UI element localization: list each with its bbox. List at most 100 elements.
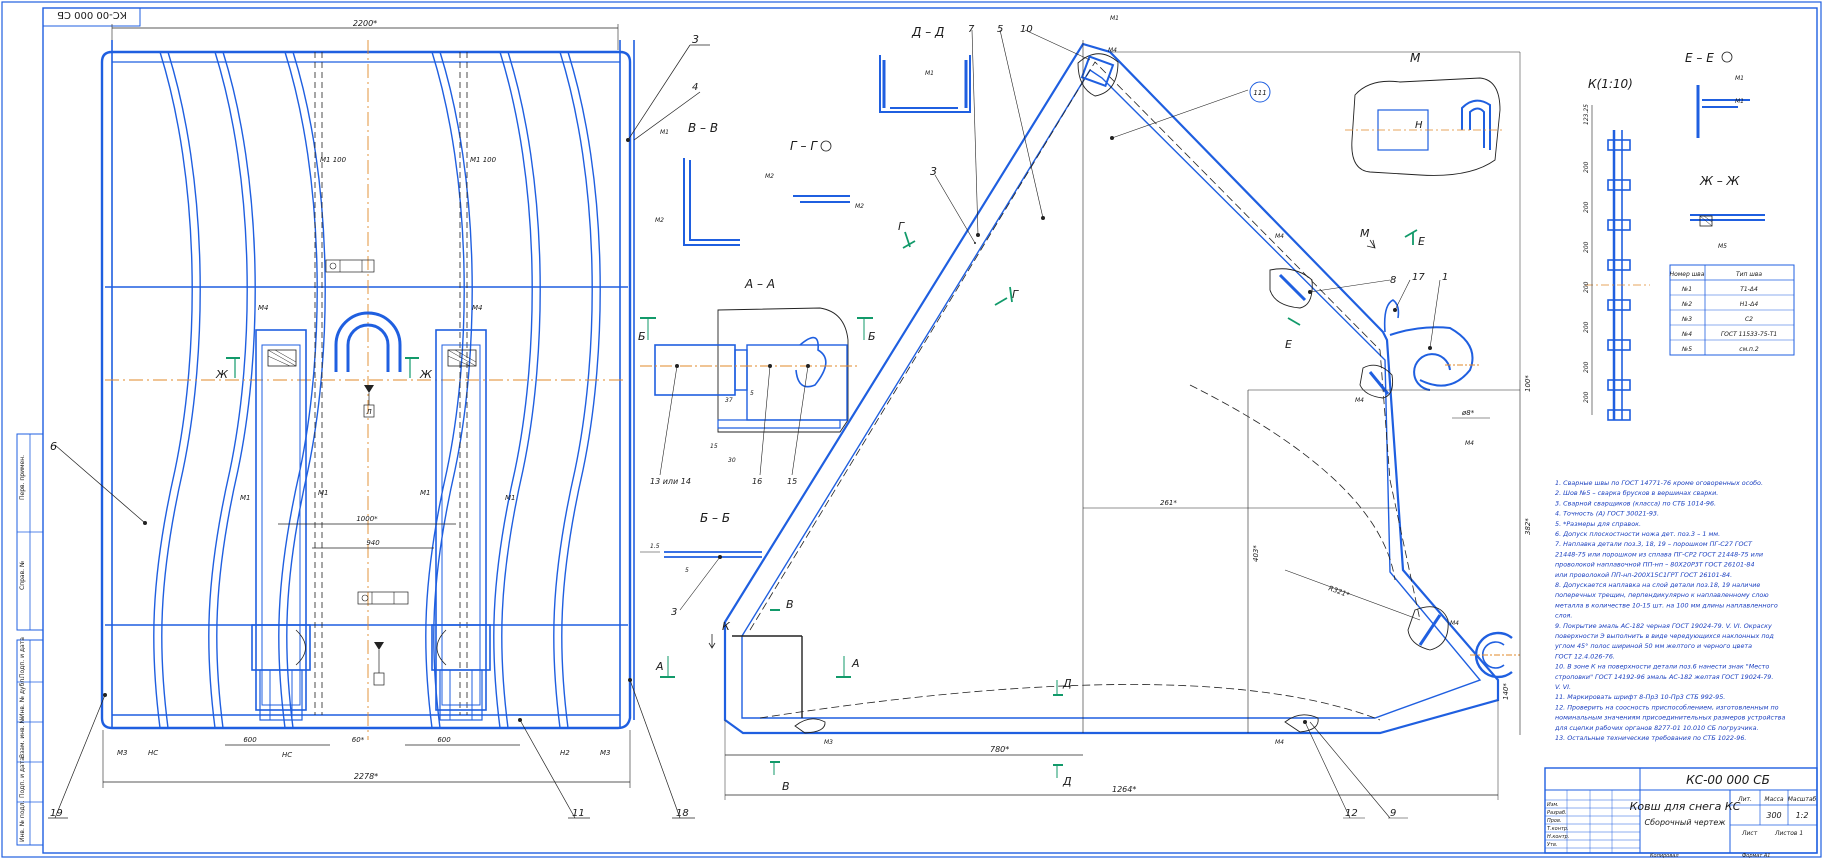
- mark-e-2: Е: [1418, 235, 1425, 248]
- dim-bb-15: 1.5: [650, 543, 660, 550]
- pos-10: 10: [1020, 24, 1033, 35]
- dim-48: ø8*: [1461, 409, 1475, 417]
- pos-12: 12: [1345, 808, 1358, 819]
- gg-weld-m2: М2: [765, 173, 774, 180]
- dim-780: 780*: [990, 745, 1009, 754]
- dim-600-left: 600: [243, 736, 257, 744]
- mark-v-bottom: В: [782, 780, 790, 793]
- mark-v-top: В: [786, 598, 794, 611]
- k-dim-7: 200: [1583, 391, 1590, 403]
- datum-l: Л: [365, 408, 372, 416]
- weld-m4-left: М4: [258, 304, 269, 312]
- side-weld-m4-e: М4: [1275, 739, 1284, 746]
- section-dd: Д – Д М1: [879, 25, 971, 113]
- tech-note-line: 6. Допуск плоскостности ножа дет. поз.3 …: [1555, 530, 1720, 538]
- section-zhzh-title: Ж – Ж: [1699, 174, 1741, 188]
- tech-note-line: 9. Покрытие эмаль АС-182 черная ГОСТ 190…: [1555, 622, 1772, 630]
- dim-100: 100*: [1524, 375, 1532, 392]
- mark-m: М: [1360, 227, 1370, 240]
- zhzh-weld-m5: М5: [1718, 243, 1727, 250]
- mark-a-right: А: [851, 657, 860, 670]
- tech-note-line: 1. Сварные швы по ГОСТ 14771-76 кроме ог…: [1555, 479, 1763, 487]
- tech-note-line: 12. Проверить на соосность приспособлени…: [1555, 703, 1779, 711]
- tech-note-line: 11. Маркировать шрифт 8-Пр3 10-Пр3 СТБ 9…: [1555, 693, 1725, 701]
- weld-m4-right: М4: [472, 304, 483, 312]
- dim-1264: 1264*: [1112, 785, 1136, 794]
- top-left-code-stamp: КС-00 000 СБ: [42, 7, 141, 27]
- view-k-title: К(1:10): [1588, 77, 1633, 91]
- pos-6: 6: [50, 440, 57, 453]
- section-aa: А – А 37 15 30 5 Б Б 13 или 14 16 15: [638, 277, 876, 486]
- title-block: КС-00 000 СБ Ковш для снега КС Сборочный…: [1544, 767, 1818, 859]
- section-bb-title: Б – Б: [700, 511, 730, 525]
- weld-hc-mid: НС: [282, 751, 292, 759]
- side-weld-m4-c: М4: [1465, 440, 1474, 447]
- pos-3-side: 3: [930, 165, 937, 178]
- k-dim-3: 200: [1583, 241, 1590, 253]
- tb-row-4: Н.контр.: [1547, 834, 1569, 840]
- wt-r1c1: Н1-Δ4: [1740, 301, 1759, 308]
- dim-382: 382*: [1524, 518, 1532, 535]
- weld-m1-b: М1: [318, 489, 329, 497]
- vv-weld-m2: М2: [655, 217, 664, 224]
- front-view: 2200*: [48, 19, 710, 819]
- pos-15: 15: [787, 477, 797, 486]
- tech-note-line: или проволокой ПП-нп-200Х15С1ГРТ ГОСТ 26…: [1555, 571, 1732, 579]
- wt-r4c1: см.п.2: [1739, 346, 1759, 353]
- tech-note-line: 2. Шов №5 – сварка брусков в вершинах св…: [1555, 489, 1718, 497]
- mark-b-left: Б: [638, 330, 646, 343]
- bucket-front-outline: [100, 50, 632, 730]
- side-stamp-7: Инв. № подл.: [19, 801, 26, 842]
- section-aa-title: А – А: [744, 277, 775, 291]
- tech-note-line: металла в количестве 10-15 шт. на 100 мм…: [1555, 601, 1778, 609]
- dim-140: 140*: [1502, 683, 1510, 700]
- tech-note-line: 5. *Размеры для справок.: [1555, 520, 1641, 528]
- tb-scale: 1:2: [1796, 811, 1809, 820]
- tech-note-line: слоя.: [1555, 612, 1572, 620]
- section-vv-title: В – В: [688, 121, 718, 135]
- mark-g-1: Г: [898, 220, 905, 233]
- side-outline: [723, 42, 1500, 735]
- mark-d-bottom: Д: [1062, 775, 1072, 788]
- wt-r3c0: №4: [1681, 331, 1692, 338]
- mark-k: К: [722, 620, 731, 633]
- tech-note-line: 21448-75 или порошком из сплава ПГ-СР2 Г…: [1555, 550, 1763, 558]
- dim-top-width: 2200*: [353, 19, 377, 28]
- side-view: 261* 403* 382* 100* 140* R321* ø8* 780* …: [655, 15, 1532, 819]
- ee-weld-m1: М1: [1735, 75, 1744, 82]
- wt-head-1: Номер шва: [1670, 271, 1705, 278]
- section-gg-title: Г – Г: [790, 139, 818, 153]
- side-stamp-2: Справ. №: [19, 561, 26, 590]
- tb-col-lit: Лит.: [1737, 796, 1752, 803]
- tech-note-line: номинальным значениям присоединительных …: [1555, 714, 1786, 722]
- weld-m1-c: М1: [420, 489, 431, 497]
- mark-zh-right: Ж: [419, 368, 433, 381]
- tb-doc-type: Сборочный чертеж: [1645, 818, 1727, 827]
- pos-4: 4: [692, 82, 698, 93]
- view-m: М Н: [1345, 51, 1505, 176]
- wt-r0c0: №1: [1681, 286, 1692, 293]
- tech-note-line: 13. Остальные технические требования по …: [1555, 734, 1746, 742]
- dim-aa-5: 5: [750, 390, 754, 397]
- mark-a-left: А: [655, 660, 664, 673]
- mark-d-top: Д: [1062, 677, 1072, 690]
- dim-bb-5: 5: [685, 567, 689, 574]
- pos-3-front: 3: [692, 33, 699, 46]
- weld-m1-d: М1: [505, 494, 516, 502]
- tb-format: Формат A1: [1742, 853, 1770, 859]
- section-ee-title: Е – Е: [1685, 51, 1714, 65]
- dd-weld-m1: М1: [925, 70, 934, 77]
- section-zhzh: Ж – Ж М5: [1690, 174, 1765, 250]
- wt-r4c0: №5: [1681, 346, 1692, 353]
- k-dim-1: 200: [1583, 161, 1590, 173]
- side-weld-m3: М3: [824, 739, 833, 746]
- stamp-code: КС-00 000 СБ: [57, 9, 127, 20]
- pos-16: 16: [752, 477, 762, 486]
- dim-600-right: 600: [437, 736, 451, 744]
- dim-aa-7: 37: [725, 397, 733, 404]
- side-stamp-5: Взам. инв. №: [19, 717, 26, 758]
- tb-row-2: Пров.: [1547, 818, 1562, 824]
- weld-hc-left: НС: [148, 749, 158, 757]
- dim-60: 60*: [352, 736, 365, 744]
- ee-weld-m1b: М1: [1735, 98, 1744, 105]
